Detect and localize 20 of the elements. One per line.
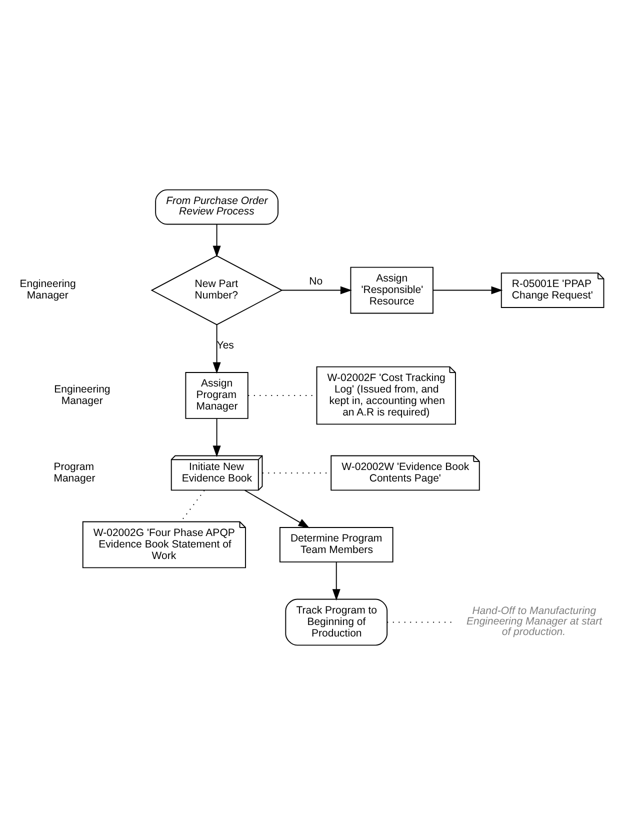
connector	[180, 490, 205, 522]
label: Engineering Manager	[20, 278, 76, 302]
arrow	[432, 286, 503, 294]
label: Engineering Manager	[54, 382, 110, 406]
node-diamond: New Part Number?	[150, 254, 283, 325]
edge-label: No	[309, 274, 323, 287]
node-box: From Purchase Order Review Process	[155, 188, 278, 224]
node-text: Hand-Off to Manufacturing Engineering Manager at start of production.	[466, 604, 602, 638]
node-box: Assign Program Manager	[185, 372, 248, 418]
edge-label: Yes	[216, 338, 234, 351]
node-box: Assign 'Responsible' Resource	[350, 266, 434, 314]
label: Program Manager	[54, 460, 96, 484]
node-box: Track Program to Beginning of Production	[285, 598, 388, 646]
arrow	[244, 489, 310, 528]
arrow	[212, 223, 221, 257]
arrow	[212, 324, 221, 374]
arrow	[212, 418, 221, 457]
arrow	[332, 561, 340, 600]
node-box: Determine Program Team Members	[279, 526, 394, 562]
arrow	[282, 286, 352, 294]
